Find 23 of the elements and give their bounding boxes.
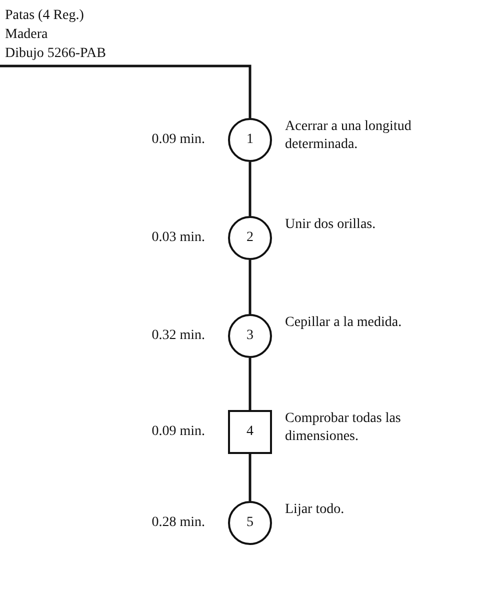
time-label: 0.28 min.: [152, 514, 205, 532]
step-description: Acerrar a una longitud determinada.: [285, 118, 412, 154]
operation-circle: 1: [228, 118, 272, 162]
connector-line: [248, 260, 252, 314]
step-description: Unir dos orillas.: [285, 216, 377, 234]
inspection-square: 4: [228, 410, 272, 454]
connector-line: [248, 358, 252, 410]
step-description: Cepillar a la medida.: [285, 314, 403, 332]
operation-circle: 3: [228, 314, 272, 358]
connector-line: [0, 64, 252, 118]
header-text: Patas (4 Reg.): [5, 7, 85, 25]
header-text: Dibujo 5266-PAB: [5, 45, 108, 63]
time-label: 0.09 min.: [152, 423, 205, 441]
connector-line: [248, 162, 252, 216]
connector-line: [248, 454, 252, 501]
time-label: 0.03 min.: [152, 229, 205, 247]
time-label: 0.32 min.: [152, 327, 205, 345]
header-text: Madera: [5, 26, 49, 44]
operation-circle: 2: [228, 216, 272, 260]
step-description: Comprobar todas las dimensiones.: [285, 410, 402, 446]
operation-circle: 5: [228, 501, 272, 545]
time-label: 0.09 min.: [152, 131, 205, 149]
step-description: Lijar todo.: [285, 501, 346, 519]
